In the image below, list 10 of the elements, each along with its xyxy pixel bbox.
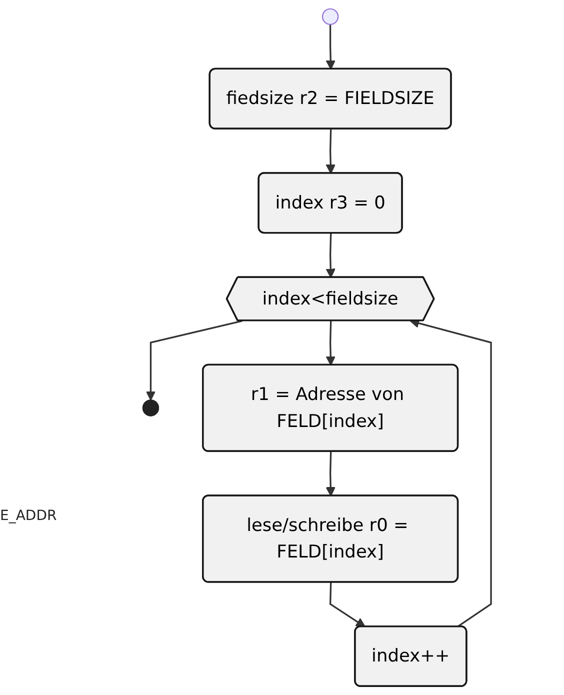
node-circle [322, 8, 339, 25]
flowchart: fiedsize r2 = FIELDSIZE index r3 = 0 index<fieldsize r1 = Adresse von FELD[index] lese/schreibe r0 = FELD[index] index++ [70, 0, 564, 695]
arrow [326, 452, 336, 496]
arrow [326, 129, 336, 174]
arrow [326, 320, 336, 366]
note-text: E_ADDR [0, 508, 58, 524]
arrow [326, 233, 336, 278]
arrow [146, 320, 242, 401]
arrow [326, 24, 336, 70]
arrow [329, 582, 366, 628]
